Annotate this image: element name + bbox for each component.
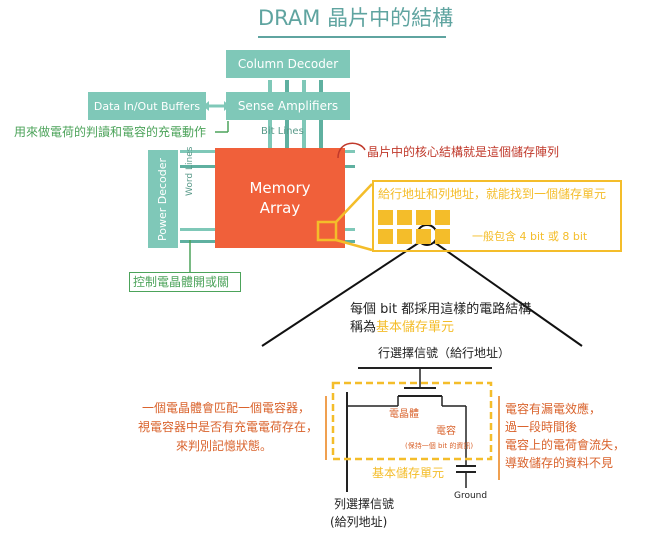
memory-array-block: Memory Array (215, 148, 345, 248)
bit-cell-2 (397, 210, 412, 225)
bit-cell-3 (416, 210, 431, 225)
left-note-line-2: 視電容器中是否有充電電荷存在， (138, 420, 319, 434)
per-bit-note-highlight: 基本儲存單元 (376, 320, 455, 335)
left-note-line-1: 一個電晶體會匹配一個電容器， (142, 401, 311, 415)
bit-cell-6 (397, 229, 412, 244)
bit-cell-5 (378, 229, 393, 244)
power-decoder-block: Power Decoder (148, 150, 178, 248)
data-buffers-block: Data In/Out Buffers (88, 92, 206, 120)
transistor-label: 電晶體 (389, 409, 419, 420)
bit-lines-label: Bit Lines (261, 126, 304, 137)
data-buffers-label: Data In/Out Buffers (93, 99, 201, 113)
col-select-label-2: (給列地址) (330, 515, 388, 529)
core-note: 晶片中的核心結構就是這個儲存陣列 (367, 145, 560, 159)
bit-cell-4 (435, 210, 450, 225)
right-note-line-2: 過一段時間後 (505, 420, 578, 434)
cell-label: 基本儲存單元 (372, 466, 445, 480)
title-underline (258, 36, 446, 38)
sense-note: 用來做電荷的判讀和電容的充電動作 (14, 125, 207, 139)
right-note-line-1: 電容有漏電效應， (505, 402, 602, 416)
column-decoder-label: Column Decoder (237, 57, 339, 71)
page-title: DRAM 晶片中的結構 (258, 6, 454, 30)
right-note-line-4: 導致儲存的資料不見 (505, 456, 614, 470)
switch-note: 控制電晶體開或關 (133, 275, 230, 289)
memory-array-label: Memory Array (249, 178, 311, 217)
right-note-box (498, 396, 628, 480)
per-bit-note: 每個 bit 都採用這樣的電路結構 (350, 302, 532, 317)
sense-amplifiers-label: Sense Amplifiers (237, 99, 339, 113)
left-note-box (131, 396, 327, 460)
per-bit-note-2: 稱為基本儲存單元 (350, 321, 454, 334)
bits-note: 一般包含 4 bit 或 8 bit (472, 230, 588, 243)
ground-label: Ground (454, 491, 488, 501)
left-note-line-3: 來判別記憶狀態。 (176, 439, 273, 453)
cell-zoom-box (372, 180, 622, 252)
bit-cell-7 (416, 229, 431, 244)
column-decoder-block: Column Decoder (226, 50, 350, 78)
switch-note-box (129, 272, 241, 292)
col-select-label-1: 列選擇信號 (334, 497, 395, 511)
sense-amplifiers-block: Sense Amplifiers (226, 92, 350, 120)
per-bit-note-prefix: 稱為 (350, 320, 377, 335)
capacitor-label: 電容 (436, 426, 456, 437)
right-note-line-3: 電容上的電荷會流失， (505, 438, 626, 452)
address-note: 給行地址和列地址，就能找到一個儲存單元 (378, 187, 607, 201)
bit-cell-1 (378, 210, 393, 225)
capacitor-sub-label: (保持一個 bit 的資訊) (405, 442, 474, 450)
bit-cell-8 (435, 229, 450, 244)
row-select-label: 行選擇信號（給行地址） (378, 346, 511, 360)
